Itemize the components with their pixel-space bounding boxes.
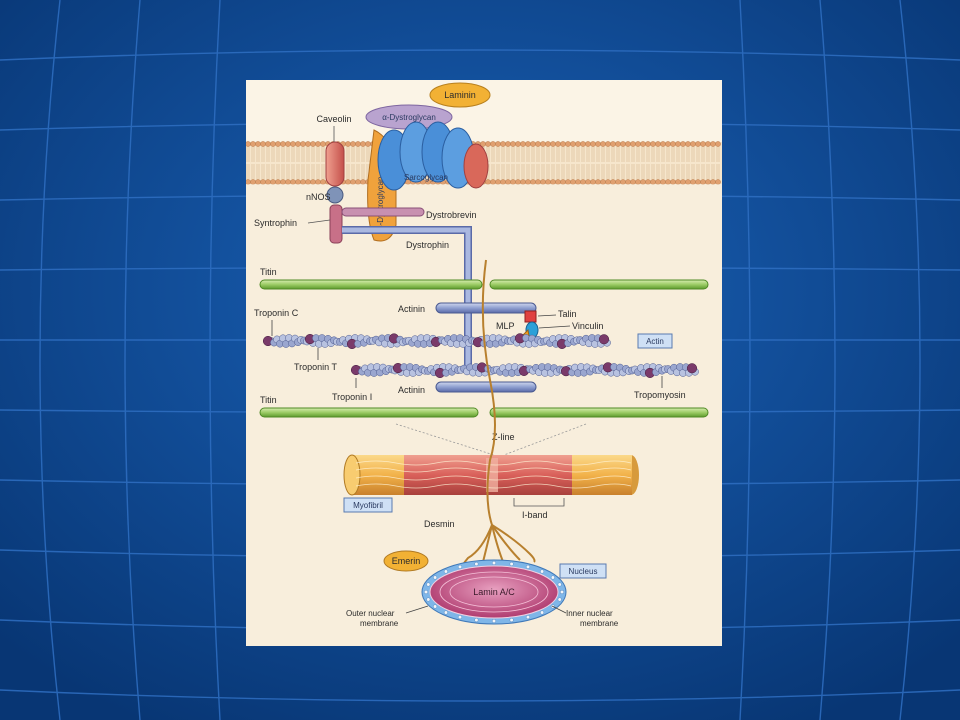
syntrophin-shape — [329, 204, 343, 244]
sarcoglycan-complex — [377, 121, 489, 191]
alpha-dystroglycan-label: α-Dystroglycan — [382, 113, 436, 122]
caveolin-label: Caveolin — [316, 114, 351, 124]
troponin-i-label: Troponin I — [332, 392, 372, 402]
titin-top-label: Titin — [260, 267, 277, 277]
sarcoglycan-label: Sarcoglycan — [404, 173, 448, 182]
inner-membrane-label-1: Inner nuclear — [566, 609, 613, 618]
z-line-label: Z-line — [492, 432, 515, 442]
tropomyosin-label: Tropomyosin — [634, 390, 686, 400]
outer-membrane-label-2: membrane — [360, 619, 399, 628]
actin-label-box — [637, 333, 673, 349]
actinin-bottom-shape — [435, 381, 537, 393]
i-band-label: I-band — [522, 510, 548, 520]
titin-bottom-label: Titin — [260, 395, 277, 405]
myofibril-shape — [343, 454, 639, 496]
troponin-t-label: Troponin T — [294, 362, 338, 372]
mlp-label: MLP — [496, 321, 515, 331]
myofibril-label-box — [343, 497, 393, 513]
nucleus-label-box — [559, 563, 607, 579]
myofibril-label: Myofibril — [353, 501, 383, 510]
actinin-top-label: Actinin — [398, 304, 425, 314]
actin-label: Actin — [646, 337, 664, 346]
nnos-label: nNOS — [306, 192, 331, 202]
desmin-label: Desmin — [424, 519, 455, 529]
laminin-shape — [429, 82, 491, 108]
vinculin-label: Vinculin — [572, 321, 603, 331]
dystrobrevin-shape — [341, 207, 425, 217]
lamin-ac-label: Lamin A/C — [473, 587, 515, 597]
talin-shape — [524, 310, 537, 323]
diagram-canvas: Laminin α-Dystroglycan β-Dystroglycan Sa… — [246, 82, 722, 646]
dystrophin-label: Dystrophin — [406, 240, 449, 250]
inner-membrane-label-2: membrane — [580, 619, 619, 628]
actin-filament-top — [262, 333, 611, 350]
emerin-shape — [383, 550, 429, 572]
titin-filament-bottom-left — [259, 407, 479, 418]
dystrobrevin-label: Dystrobrevin — [426, 210, 477, 220]
nnos-shape — [326, 186, 344, 204]
titin-filament-top-left — [259, 279, 483, 290]
caveolin-shape — [325, 141, 345, 187]
outer-membrane-label-1: Outer nuclear — [346, 609, 395, 618]
actinin-bottom-label: Actinin — [398, 385, 425, 395]
nucleus-shape — [421, 559, 567, 625]
titin-filament-bottom-right — [489, 407, 709, 418]
beta-dystroglycan-label: β-Dystroglycan — [376, 176, 385, 230]
actin-filament-bottom — [350, 362, 699, 379]
muscle-protein-diagram: Laminin α-Dystroglycan β-Dystroglycan Sa… — [246, 80, 722, 646]
troponin-c-label: Troponin C — [254, 308, 299, 318]
titin-filament-top-right — [489, 279, 709, 290]
emerin-label: Emerin — [392, 556, 421, 566]
laminin-label: Laminin — [444, 90, 476, 100]
actinin-top-shape — [435, 302, 537, 314]
nucleus-label: Nucleus — [569, 567, 598, 576]
syntrophin-label: Syntrophin — [254, 218, 297, 228]
talin-label: Talin — [558, 309, 577, 319]
